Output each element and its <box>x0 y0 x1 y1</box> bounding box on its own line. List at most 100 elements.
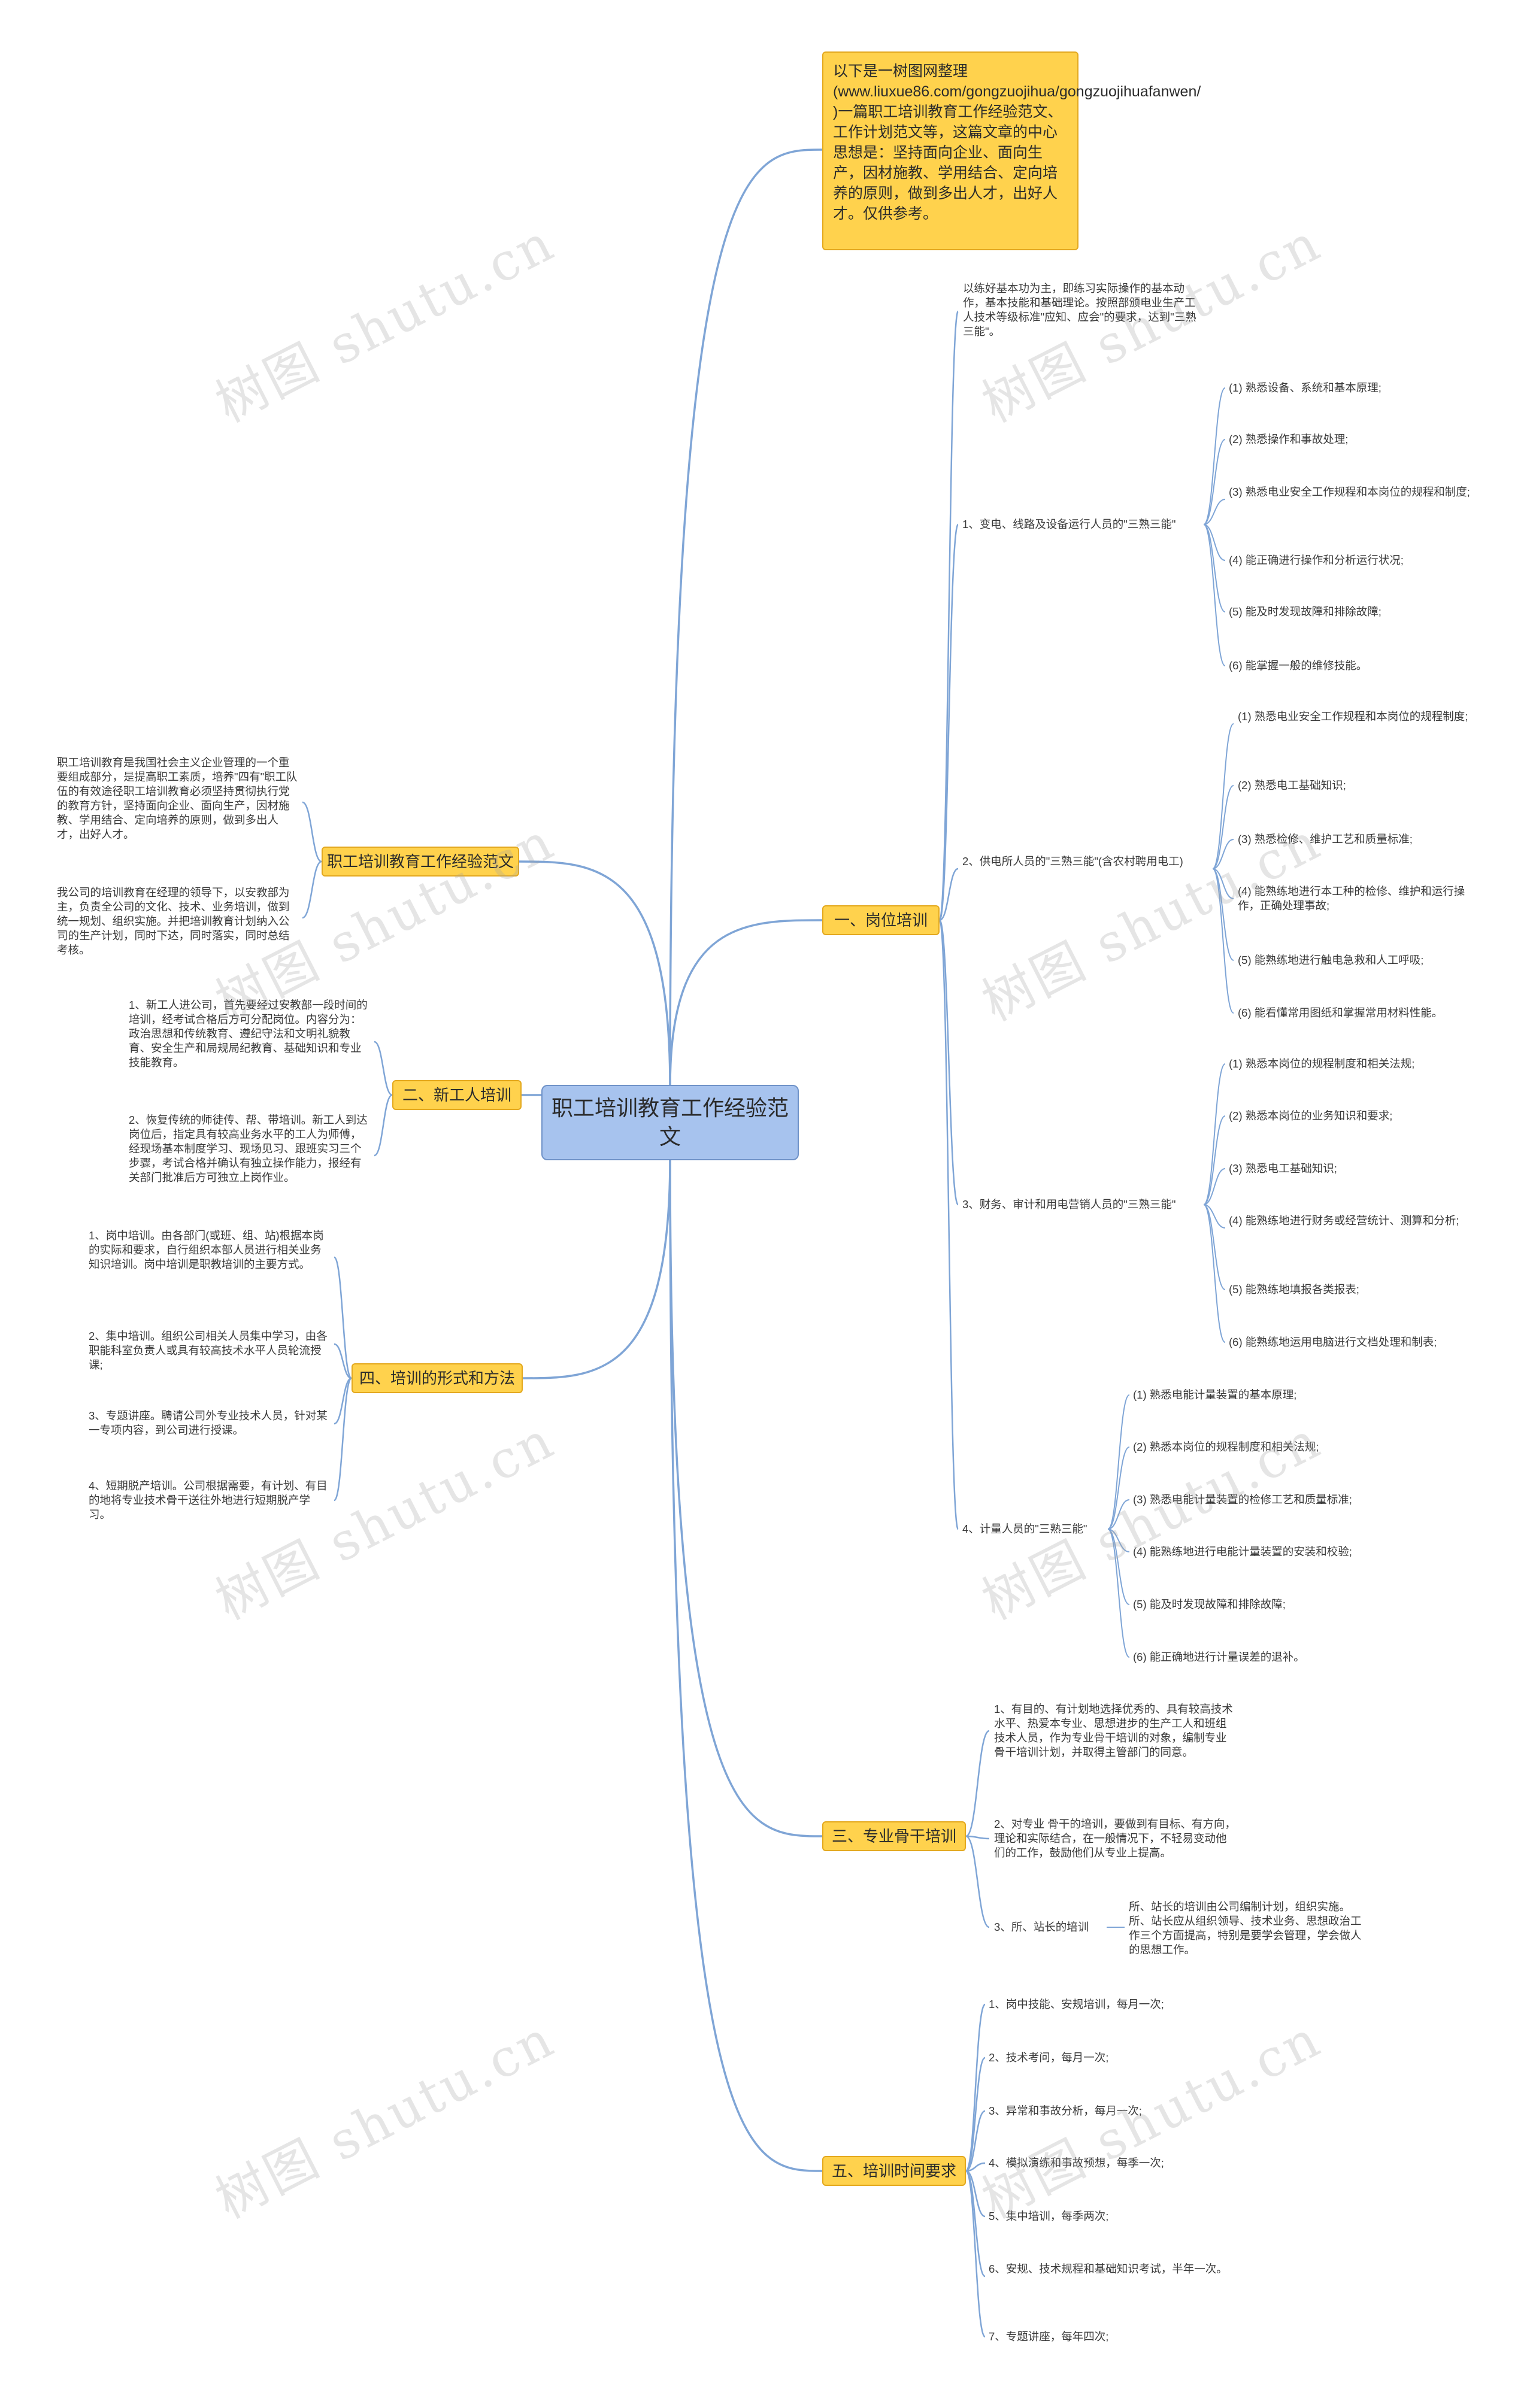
connector-line <box>334 1377 352 1425</box>
experience-paragraph-1: 职工培训教育是我国社会主义企业管理的一个重要组成部分，是提高职工素质，培养"四有… <box>57 756 298 841</box>
group-supply-item-1: (1) 熟悉电业安全工作规程和本岗位的规程制度; <box>1238 710 1468 723</box>
connector-line <box>302 860 322 919</box>
connector-line <box>1107 1446 1130 1530</box>
branch-experience-article[interactable]: 职工培训教育工作经验范文 <box>322 847 519 877</box>
group-substation-item-5: (5) 能及时发现故障和排除故障; <box>1229 605 1381 618</box>
connector-line <box>1212 785 1234 869</box>
connector-line <box>519 860 671 1087</box>
new-worker-paragraph-2: 2、恢复传统的师徒传、帮、带培训。新工人到达岗位后，指定具有较高业务水平的工人为… <box>129 1114 368 1184</box>
group-finance-item-4: (4) 能熟练地进行财务或经营统计、测算和分析; <box>1229 1214 1459 1227</box>
connector-line <box>1212 868 1234 899</box>
group-supply-label[interactable]: 2、供电所人员的"三熟三能"(含农村聘用电工) <box>962 855 1183 868</box>
connector-line <box>965 2057 986 2172</box>
connector-line <box>938 919 959 1206</box>
post-training-intro: 以练好基本功为主，即练习实际操作的基本动作，基本技能和基础理论。按照部颁电业生产… <box>963 282 1196 338</box>
new-worker-paragraph-1: 1、新工人进公司，首先要经过安教部一段时间的培训，经考试合格后方可分配岗位。内容… <box>129 999 368 1069</box>
schedule-item-5: 5、集中培训，每季两次; <box>989 2210 1109 2222</box>
connector-line <box>965 1835 990 1840</box>
group-finance-item-6: (6) 能熟练地运用电脑进行文档处理和制表; <box>1229 1336 1437 1348</box>
connector-line <box>939 868 959 921</box>
connector-line <box>522 1158 671 1379</box>
group-supply-item-4: (4) 能熟练地进行本工种的检修、维护和运行操作，正确处理事故; <box>1238 885 1465 912</box>
connector-line <box>965 2003 986 2172</box>
connector-line <box>374 1041 393 1096</box>
connector-line <box>1203 387 1226 525</box>
connector-line <box>669 919 823 1087</box>
root-topic[interactable]: 职工培训教育工作经验范文 <box>541 1085 799 1160</box>
connector-line <box>938 523 959 921</box>
connector-line <box>965 2162 986 2172</box>
group-metering-item-6: (6) 能正确地进行计量误差的退补。 <box>1133 1651 1305 1663</box>
schedule-item-2: 2、技术考问，每月一次; <box>989 2051 1109 2064</box>
connector-line <box>333 1256 353 1379</box>
connector-line <box>965 2110 986 2172</box>
connector-line <box>1107 1528 1130 1552</box>
methods-paragraph-1: 1、岗中培训。由各部门(或班、组、站)根据本岗的实际和要求，自行组织本部人员进行… <box>89 1229 324 1270</box>
connector-line <box>1212 868 1234 961</box>
backbone-item-3-text: 所、站长的培训由公司编制计划，组织实施。所、站长应从组织领导、技术业务、思想政治… <box>1129 1900 1362 1956</box>
connector-line <box>1203 1204 1226 1343</box>
connector-line <box>1203 1115 1226 1205</box>
connector-line <box>374 1094 393 1157</box>
schedule-item-6: 6、安规、技术规程和基础知识考试，半年一次。 <box>989 2263 1228 2275</box>
connector-line <box>1107 1528 1130 1658</box>
group-metering-item-5: (5) 能及时发现故障和排除故障; <box>1133 1598 1286 1611</box>
group-substation-item-3: (3) 熟悉电业安全工作规程和本岗位的规程和制度; <box>1229 486 1470 498</box>
connector-line <box>1212 868 1234 1014</box>
methods-paragraph-4: 4、短期脱产培训。公司根据需要，有计划、有目的地将专业技术骨干送往外地进行短期脱… <box>89 1479 328 1521</box>
schedule-item-1: 1、岗中技能、安规培训，每月一次; <box>989 1998 1164 2010</box>
connector-line <box>938 310 959 921</box>
connector-line <box>302 801 322 863</box>
backbone-item-1: 1、有目的、有计划地选择优秀的、具有较高技术水平、热爱本专业、思想进步的生产工人… <box>994 1703 1233 1758</box>
connector-line <box>965 2170 986 2218</box>
connector-line <box>669 1158 823 1837</box>
methods-paragraph-2: 2、集中培训。组织公司相关人员集中学习，由各职能科室负责人或具有较高技术水平人员… <box>89 1330 328 1371</box>
connector-line <box>1107 1499 1130 1530</box>
branch-training-schedule[interactable]: 五、培训时间要求 <box>822 2156 966 2186</box>
connector-line <box>333 1377 353 1502</box>
connector-line <box>965 1835 990 1928</box>
group-metering-item-1: (1) 熟悉电能计量装置的基本原理; <box>1133 1388 1297 1401</box>
group-supply-item-6: (6) 能看懂常用图纸和掌握常用材料性能。 <box>1238 1006 1443 1019</box>
group-substation-item-4: (4) 能正确进行操作和分析运行状况; <box>1229 554 1404 566</box>
connector-line <box>1107 1394 1130 1530</box>
connector-line <box>1212 723 1234 869</box>
group-finance-item-2: (2) 熟悉本岗位的业务知识和要求; <box>1229 1109 1393 1122</box>
branch-backbone-training[interactable]: 三、专业骨干培训 <box>822 1821 966 1851</box>
connector-line <box>1203 1204 1226 1229</box>
group-metering-label[interactable]: 4、计量人员的"三熟三能" <box>962 1523 1087 1535</box>
methods-paragraph-3: 3、专题讲座。聘请公司外专业技术人员，针对某一专项内容，到公司进行授课。 <box>89 1409 328 1436</box>
schedule-item-4: 4、模拟演练和事故预想，每季一次; <box>989 2157 1164 2169</box>
group-finance-label[interactable]: 3、财务、审计和用电营销人员的"三熟三能" <box>962 1198 1176 1211</box>
group-substation-item-2: (2) 熟悉操作和事故处理; <box>1229 433 1349 445</box>
connector-line <box>669 148 823 1087</box>
schedule-item-3: 3、异常和事故分析，每月一次; <box>989 2104 1142 2117</box>
connector-line <box>669 1158 823 2172</box>
connector-line <box>1203 524 1226 666</box>
experience-paragraph-2: 我公司的培训教育在经理的领导下，以安教部为主，负责全公司的文化、技术、业务培训，… <box>57 886 290 956</box>
connector-line <box>965 1730 990 1837</box>
connector-line <box>1203 524 1226 561</box>
branch-new-worker-training[interactable]: 二、新工人培训 <box>392 1080 522 1110</box>
group-metering-item-2: (2) 熟悉本岗位的规程制度和相关法规; <box>1133 1440 1319 1453</box>
schedule-item-7: 7、专题讲座，每年四次; <box>989 2330 1109 2343</box>
group-supply-item-5: (5) 能熟练地进行触电急救和人工呼吸; <box>1238 954 1424 966</box>
connector-line <box>1203 1204 1226 1290</box>
connector-line <box>1212 839 1234 869</box>
branch-training-methods[interactable]: 四、培训的形式和方法 <box>352 1363 523 1393</box>
connector-line <box>334 1343 352 1379</box>
group-finance-item-1: (1) 熟悉本岗位的规程制度和相关法规; <box>1229 1057 1415 1070</box>
group-metering-item-3: (3) 熟悉电能计量装置的检修工艺和质量标准; <box>1133 1493 1352 1506</box>
backbone-item-3-label[interactable]: 3、所、站长的培训 <box>994 1921 1089 1933</box>
connector-line <box>1203 1063 1226 1205</box>
group-metering-item-4: (4) 能熟练地进行电能计量装置的安装和校验; <box>1133 1545 1352 1558</box>
connector-line <box>1203 439 1226 525</box>
connector-line <box>938 919 959 1530</box>
intro-note[interactable]: 以下是一树图网整理(www.liuxue86.com/gongzuojihua/… <box>822 51 1201 250</box>
group-substation-item-6: (6) 能掌握一般的维修技能。 <box>1229 659 1368 672</box>
group-substation-label[interactable]: 1、变电、线路及设备运行人员的"三熟三能" <box>962 518 1176 530</box>
branch-post-training[interactable]: 一、岗位培训 <box>822 905 940 935</box>
connector-line <box>1107 1528 1130 1605</box>
